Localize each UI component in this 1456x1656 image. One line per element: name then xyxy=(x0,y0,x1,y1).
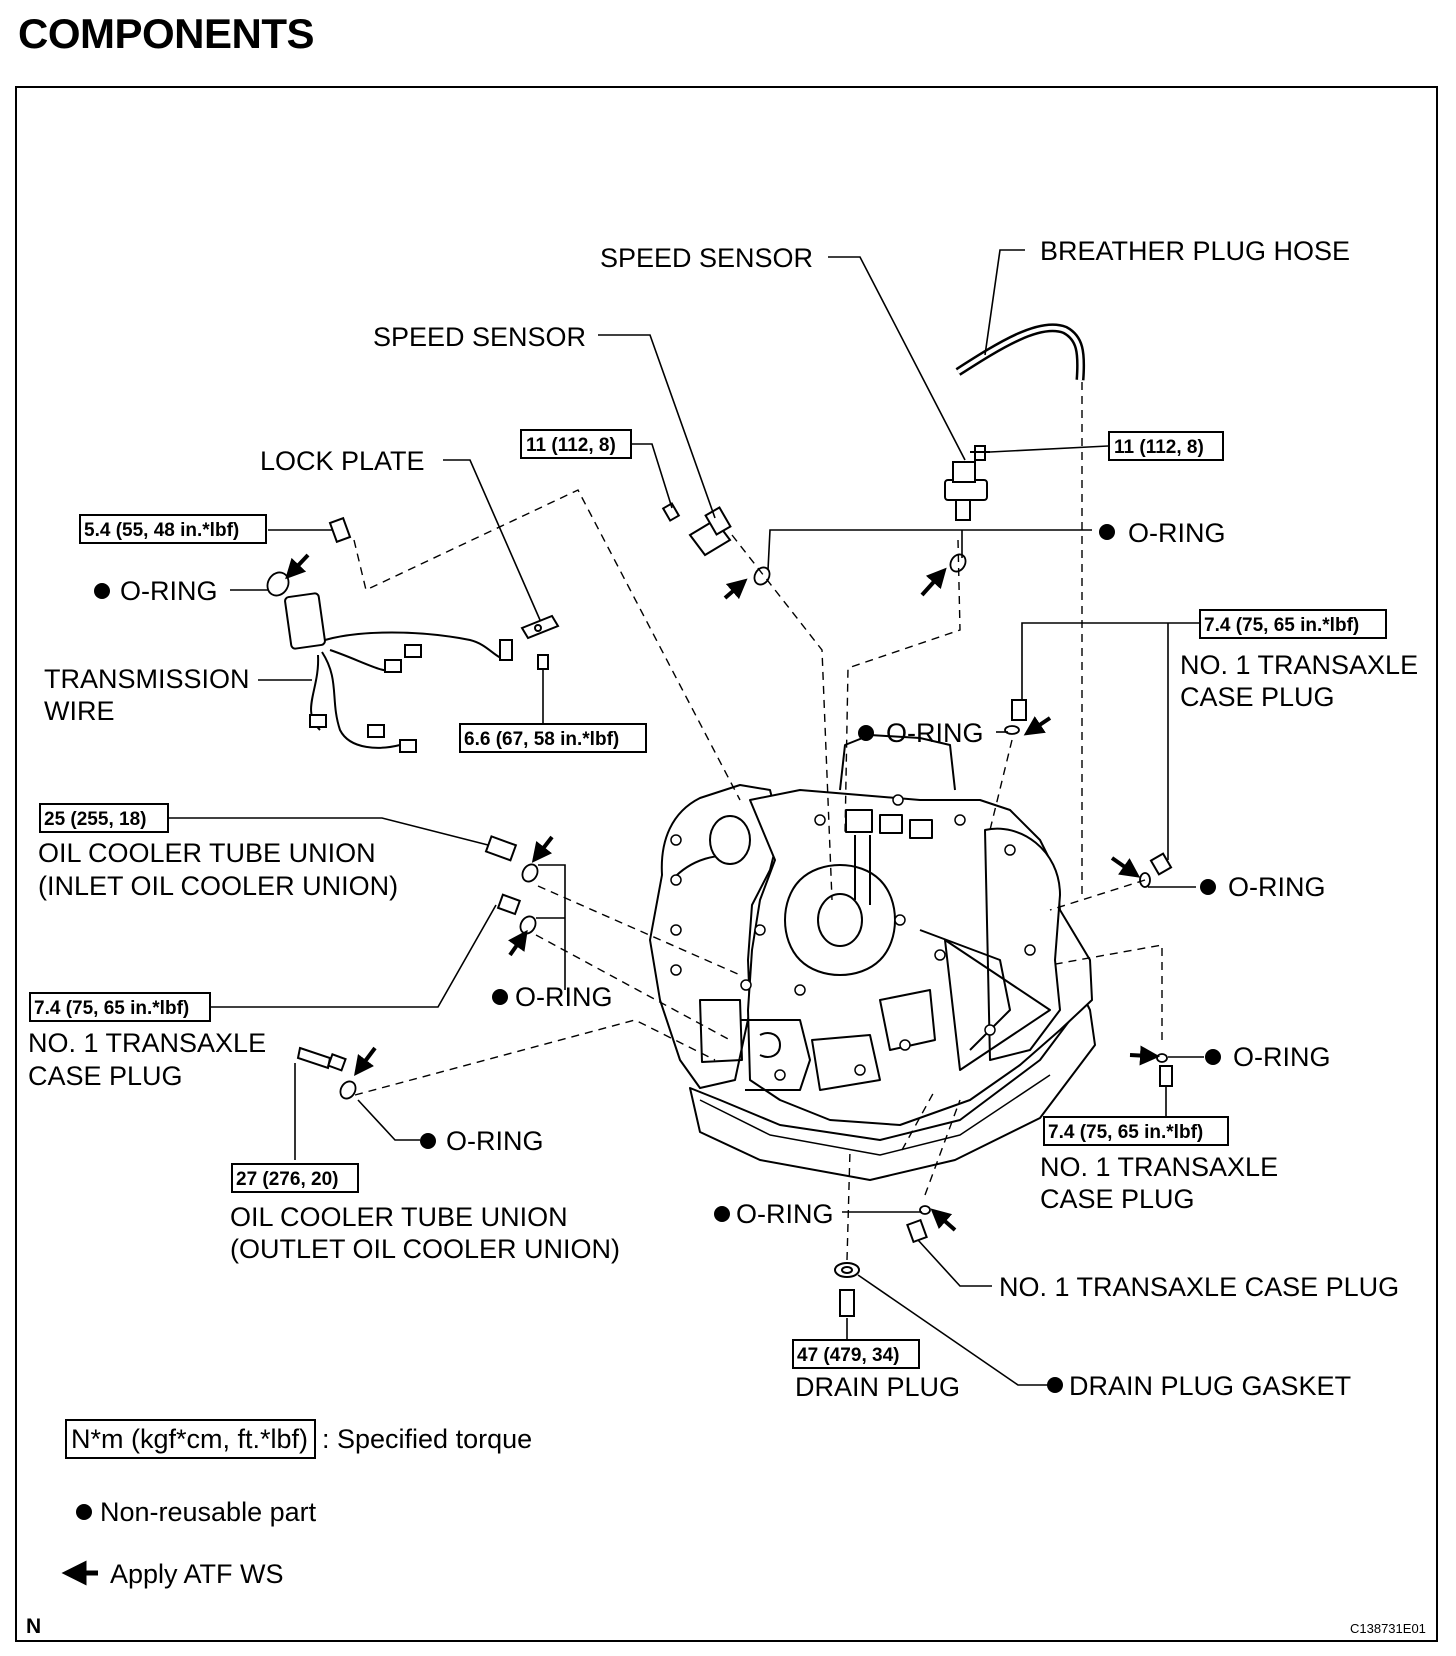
torque-boxes xyxy=(29,429,1387,1459)
speed-sensor-left-drawing xyxy=(661,502,732,557)
label-o-ring-union: O-RING xyxy=(515,982,613,1012)
label-o-ring-mid: O-RING xyxy=(886,718,984,748)
label-o-ring-upper-right: O-RING xyxy=(1128,518,1226,548)
torque-case-plug-lower: 7.4 (75, 65 in.*lbf) xyxy=(1048,1122,1203,1143)
legend-nonreusable-dot xyxy=(76,1504,92,1520)
label-transmission-wire-line2: WIRE xyxy=(44,696,115,726)
label-transmission-wire-line1: TRANSMISSION xyxy=(44,664,250,694)
legend-atf-text: Apply ATF WS xyxy=(110,1559,284,1589)
torque-drain-plug: 47 (479, 34) xyxy=(797,1345,899,1366)
label-case-plug-upper-line1: NO. 1 TRANSAXLE xyxy=(1180,650,1418,680)
diagram-frame xyxy=(15,86,1438,1642)
assembly-dashed-lines xyxy=(353,382,1163,1261)
torque-case-plug-left: 7.4 (75, 65 in.*lbf) xyxy=(34,998,189,1019)
label-outlet-union-line2: (OUTLET OIL COOLER UNION) xyxy=(230,1234,620,1264)
legend: N*m (kgf*cm, ft.*lbf) : Specified torque… xyxy=(61,1424,532,1589)
torque-case-plug-upper: 7.4 (75, 65 in.*lbf) xyxy=(1204,615,1359,636)
legend-nonreusable-text: Non-reusable part xyxy=(100,1497,317,1527)
outlet-union-drawing xyxy=(296,1046,332,1070)
label-outlet-union-line1: OIL COOLER TUBE UNION xyxy=(230,1202,568,1232)
page-title: COMPONENTS xyxy=(18,10,315,57)
torque-speed-sensor-left: 11 (112, 8) xyxy=(526,435,616,456)
leader-lines xyxy=(168,249,1204,1386)
label-case-plug-single: NO. 1 TRANSAXLE CASE PLUG xyxy=(999,1272,1399,1302)
non-reusable-dots xyxy=(94,524,1221,1393)
torque-lock-plate-bolt: 6.6 (67, 58 in.*lbf) xyxy=(464,729,619,750)
transmission-wire-drawing xyxy=(284,592,513,753)
transaxle-assembly-drawing xyxy=(649,734,1096,1181)
speed-sensor-right-drawing xyxy=(944,445,990,521)
lock-plate-drawing xyxy=(520,614,560,670)
torque-wire-bolt: 5.4 (55, 48 in.*lbf) xyxy=(84,520,239,541)
small-parts xyxy=(266,323,1173,1317)
legend-torque-box-text: N*m (kgf*cm, ft.*lbf) xyxy=(71,1424,308,1454)
label-lock-plate: LOCK PLATE xyxy=(260,446,425,476)
torque-inlet-union: 25 (255, 18) xyxy=(44,809,146,830)
corner-mark: N xyxy=(26,1615,41,1638)
torque-outlet-union: 27 (276, 20) xyxy=(236,1169,338,1190)
label-case-plug-upper-line2: CASE PLUG xyxy=(1180,682,1335,712)
label-case-plug-left-line2: CASE PLUG xyxy=(28,1061,183,1091)
figure-id: C138731E01 xyxy=(1350,1621,1426,1636)
label-o-ring-outlet: O-RING xyxy=(446,1126,544,1156)
o-ring-drawings xyxy=(266,553,1168,1215)
label-inlet-union-line2: (INLET OIL COOLER UNION) xyxy=(38,871,398,901)
label-o-ring-wire: O-RING xyxy=(120,576,218,606)
atf-arrows xyxy=(285,553,1160,1232)
legend-torque-text: : Specified torque xyxy=(322,1424,532,1454)
label-drain-plug: DRAIN PLUG xyxy=(795,1372,960,1402)
label-case-plug-lower-line1: NO. 1 TRANSAXLE xyxy=(1040,1152,1278,1182)
label-o-ring-right: O-RING xyxy=(1228,872,1326,902)
label-drain-plug-gasket: DRAIN PLUG GASKET xyxy=(1069,1371,1351,1401)
label-inlet-union-line1: OIL COOLER TUBE UNION xyxy=(38,838,376,868)
label-speed-sensor-left: SPEED SENSOR xyxy=(373,322,586,352)
label-case-plug-lower-line2: CASE PLUG xyxy=(1040,1184,1195,1214)
label-breather-plug-hose: BREATHER PLUG HOSE xyxy=(1040,236,1350,266)
label-o-ring-right-lower: O-RING xyxy=(1233,1042,1331,1072)
label-o-ring-bottom: O-RING xyxy=(736,1199,834,1229)
label-case-plug-left-line1: NO. 1 TRANSAXLE xyxy=(28,1028,266,1058)
torque-speed-sensor-right: 11 (112, 8) xyxy=(1114,437,1204,458)
label-speed-sensor-right: SPEED SENSOR xyxy=(600,243,813,273)
